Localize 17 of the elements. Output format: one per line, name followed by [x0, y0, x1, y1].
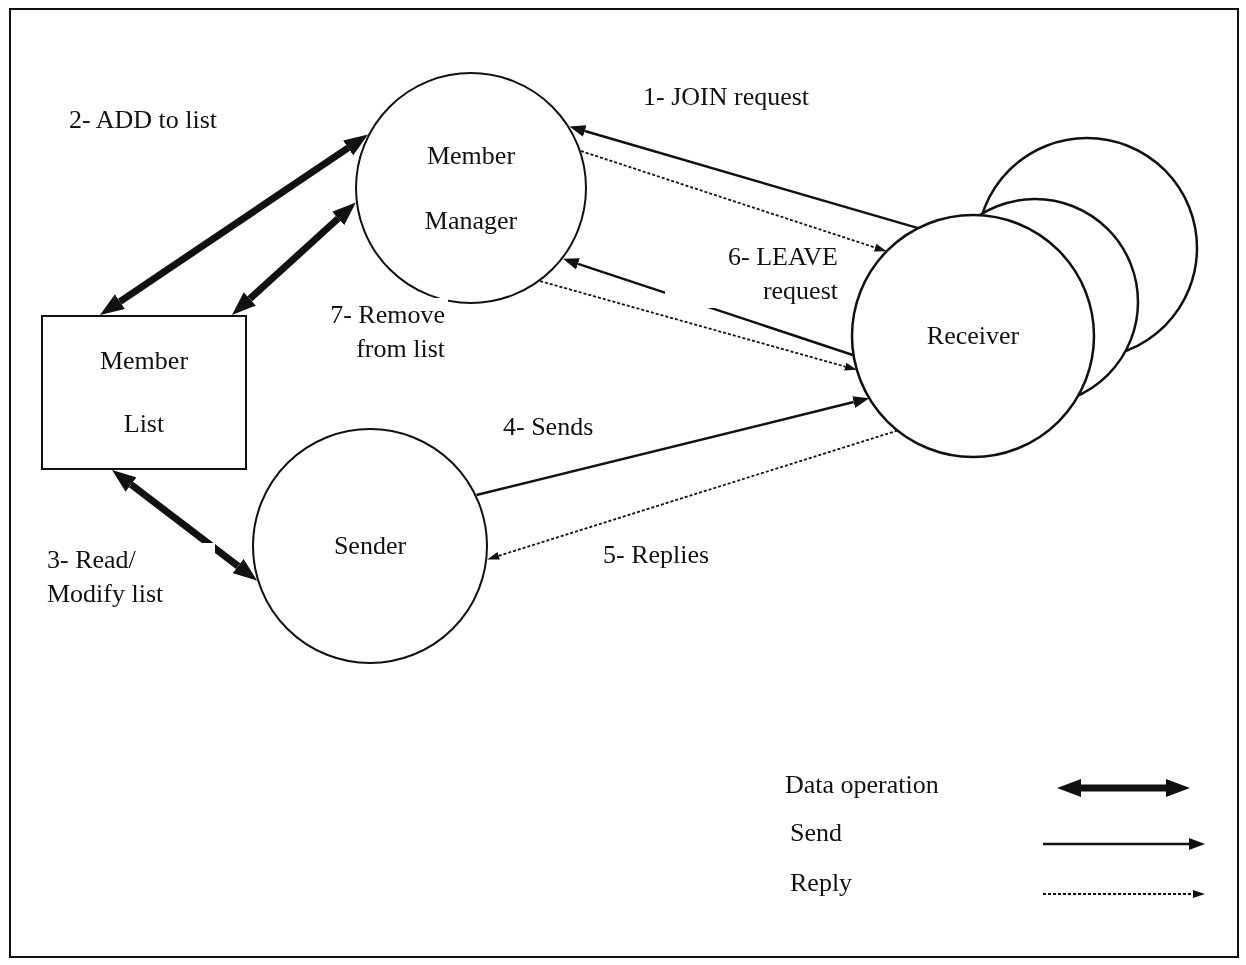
node-label: Member Manager [423, 140, 519, 237]
data-operation-arrow [100, 134, 369, 315]
arrow [476, 396, 870, 497]
legend-label: Reply [790, 868, 853, 898]
node-label: Member List [98, 345, 190, 440]
stacked-circles-drawing [850, 136, 1199, 459]
data-operation-arrow [112, 470, 258, 581]
arrow [487, 429, 899, 560]
arrow [539, 280, 857, 371]
data-operation-arrow [232, 202, 356, 315]
data-store-box [41, 315, 247, 470]
node-label: Sender [333, 533, 407, 559]
arrow [569, 125, 919, 230]
legend-label: Send [790, 818, 842, 848]
legend-label: Data operation [785, 770, 939, 800]
node-label: Receiver [926, 323, 1020, 349]
arrow [580, 150, 887, 252]
